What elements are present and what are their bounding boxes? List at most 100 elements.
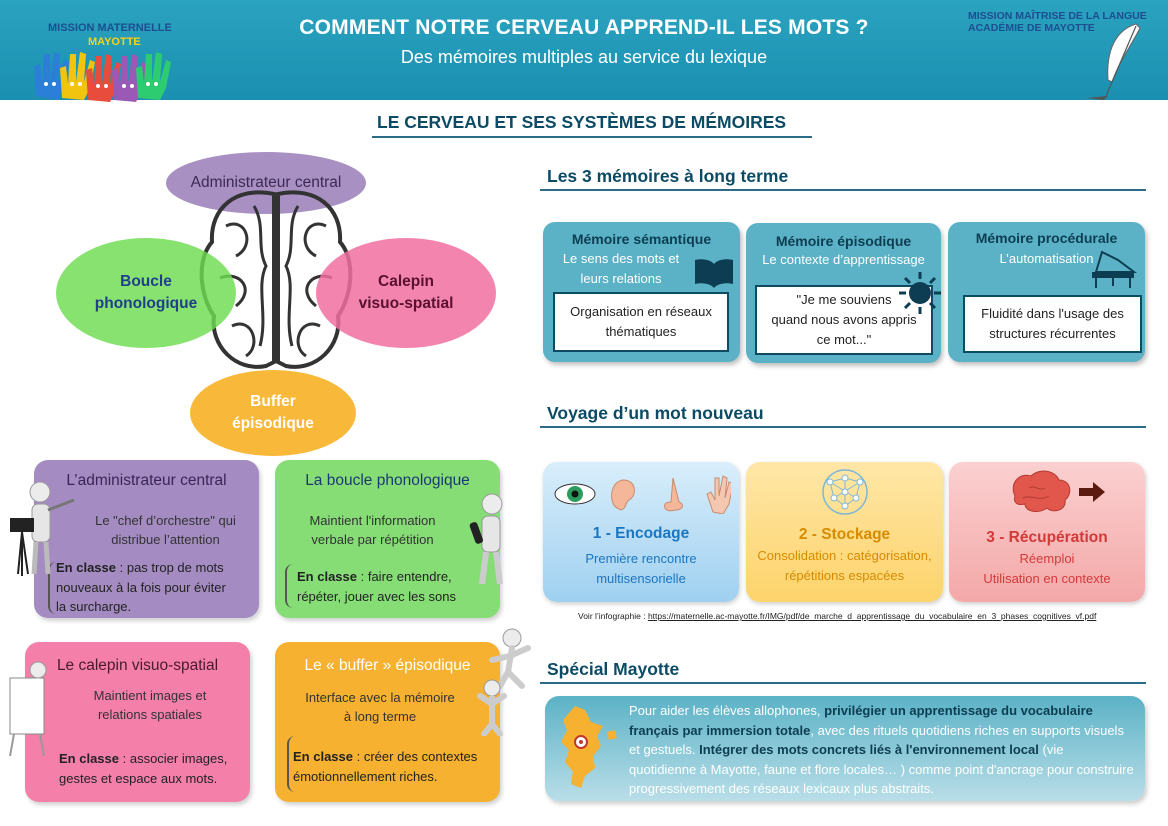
mem-procedurale-box-1: Fluidité dans l'usage des: [981, 306, 1124, 321]
mem-episodique-sub: Le contexte d’apprentissage: [762, 252, 925, 267]
ellipse-boucle-label-2: phonologique: [94, 295, 198, 312]
step-stockage-desc: Consolidation : catégorisation, répétitio…: [746, 546, 943, 586]
card-boucle-classe-2: répéter, jouer avec les sons: [297, 588, 456, 604]
feather-quill-icon: [1086, 23, 1141, 100]
mission-maitrise-logo: MISSION MAÎTRISE DE LA LANGUE ACADÉMIE D…: [968, 10, 1168, 100]
card-admin-classe: En classe : pas trop de mots nouveaux à l…: [56, 558, 256, 617]
card-boucle: La boucle phonologique Maintient l'infor…: [275, 460, 500, 618]
card-calepin-classe-2: gestes et espace aux mots.: [59, 770, 218, 786]
step-recuperation-name: 3 - Récupération: [986, 529, 1108, 546]
step-stockage-desc-2: répétitions espacées: [784, 568, 905, 583]
step-stockage: 2 - Stockage Consolidation : catégorisat…: [746, 462, 943, 602]
card-calepin: Le calepin visuo-spatial Maintient image…: [25, 642, 250, 802]
singer-microphone-figure-icon: [469, 493, 503, 585]
ear-icon: [611, 479, 635, 511]
long-term-heading: Les 3 mémoires à long terme: [547, 166, 789, 186]
mayotte-map-icon: [561, 706, 617, 788]
ellipse-boucle: Boucle phonologique: [56, 238, 236, 348]
special-text-b2: Intégrer des mots concrets liés à l'envi…: [699, 742, 1039, 757]
card-buffer-classe-label: En classe: [293, 749, 353, 764]
header-banner: [0, 0, 1168, 100]
card-buffer-desc-1: Interface avec la mémoire: [305, 690, 455, 705]
card-boucle-classe: En classe : faire entendre,répéter, joue…: [297, 567, 497, 606]
easel-figure-icon: [9, 661, 47, 757]
open-book-icon: [695, 259, 733, 288]
card-calepin-desc-2: relations spatiales: [97, 707, 203, 722]
mem-procedurale-box-2: structures récurrentes: [989, 326, 1116, 341]
card-boucle-desc-2: verbale par répétition: [311, 532, 434, 547]
card-buffer-desc: Interface avec la mémoire à long terme: [290, 688, 470, 726]
section-title: LE CERVEAU ET SES SYSTÈMES DE MÉMOIRES: [377, 112, 787, 132]
ellipse-administrateur: Administrateur central: [166, 152, 366, 214]
infographie-link[interactable]: https://maternelle.ac-mayotte.fr/IMG/pdf…: [647, 611, 1097, 621]
mission-maternelle-logo: MISSION MATERNELLE MAYOTTE: [28, 20, 188, 102]
infographie-label: Voir l’infographie :: [578, 611, 648, 621]
step-encodage-desc-2: multisensorielle: [596, 571, 686, 586]
card-buffer-classe-1: : créer des contextes: [353, 749, 478, 764]
sun-icon: [899, 272, 941, 314]
section-title-underline: [372, 136, 812, 138]
special-text-b1: privilégier un apprentissage du vocabula…: [629, 703, 1093, 738]
logo-left-line1: MISSION MATERNELLE: [48, 22, 172, 34]
card-admin-desc: Le "chef d’orchestre" qui distribue l’att…: [78, 511, 253, 549]
ellipse-boucle-label-1: Boucle: [120, 273, 172, 290]
mem-procedurale: Mémoire procédurale L’automatisation Flu…: [948, 222, 1145, 362]
mem-semantique-title: Mémoire sémantique: [571, 231, 712, 247]
card-admin-classe-label: En classe: [56, 560, 116, 575]
bracket-divider: [48, 562, 60, 614]
card-administrateur: L’administrateur central Le "chef d’orch…: [34, 460, 259, 618]
mem-episodique-box-3: ce mot...": [816, 332, 872, 347]
card-calepin-classe-label: En classe: [59, 751, 119, 766]
page-title: COMMENT NOTRE CERVEAU APPREND-IL LES MOT…: [299, 16, 869, 39]
card-admin-classe-2: nouveaux à la fois pour éviter: [56, 579, 226, 595]
bracket-divider: [287, 736, 299, 792]
step-encodage-desc: Première rencontre multisensorielle: [543, 549, 739, 589]
ellipse-admin-label: Administrateur central: [190, 174, 342, 191]
ellipse-buffer-label-1: Buffer: [250, 393, 296, 410]
mem-semantique-box-1: Organisation en réseaux: [570, 304, 712, 319]
card-buffer-desc-2: à long terme: [343, 709, 417, 724]
step-encodage-desc-1: Première rencontre: [585, 551, 697, 566]
special-mayotte-card: Pour aider les élèves allophones, privil…: [545, 696, 1145, 801]
mem-procedurale-title: Mémoire procédurale: [975, 230, 1118, 246]
mem-semantique-sub-1: Le sens des mots et: [562, 251, 680, 266]
ellipse-calepin-label-2: visuo-spatial: [358, 295, 454, 312]
card-admin-desc-2: distribue l’attention: [111, 532, 220, 547]
bracket-divider: [285, 564, 297, 608]
brain-arrow-icon: [1012, 470, 1105, 512]
senses-icons: [554, 475, 731, 514]
conductor-figure-icon: [10, 481, 75, 576]
nose-icon: [664, 477, 683, 512]
logo-right-line2: ACADÉMIE DE MAYOTTE: [968, 22, 1095, 34]
mem-procedurale-sub: L’automatisation: [999, 251, 1094, 266]
special-heading: Spécial Mayotte: [547, 659, 680, 679]
long-term-underline: [540, 189, 1146, 191]
card-admin-desc-1: Le "chef d’orchestre" qui: [95, 513, 236, 528]
card-calepin-desc: Maintient images et relations spatiales: [75, 686, 225, 724]
special-text: Pour aider les élèves allophones, privil…: [629, 701, 1134, 799]
voyage-heading: Voyage d’un mot nouveau: [547, 403, 764, 423]
card-admin-classe-3: la surcharge.: [56, 599, 132, 614]
step-stockage-desc-1: Consolidation : catégorisation,: [757, 548, 932, 563]
card-admin-classe-1: : pas trop de mots: [116, 560, 224, 575]
card-boucle-title: La boucle phonologique: [305, 472, 470, 489]
card-calepin-desc-1: Maintient images et: [93, 688, 207, 703]
step-encodage-name: 1 - Encodage: [592, 525, 690, 542]
mem-episodique-box-2: quand nous avons appris: [771, 312, 917, 327]
mem-procedurale-box: Fluidité dans l'usage des structures récu…: [963, 295, 1142, 353]
logo-left-line2: MAYOTTE: [88, 36, 141, 48]
special-text-p3: (vie quotidienne à Mayotte, faune et flo…: [629, 742, 1134, 796]
eye-icon: [554, 483, 596, 505]
card-calepin-title: Le calepin visuo-spatial: [56, 657, 219, 674]
card-buffer: Le « buffer » épisodique Interface avec …: [275, 642, 500, 802]
special-text-p1: Pour aider les élèves allophones,: [629, 703, 825, 718]
step-stockage-name: 2 - Stockage: [798, 526, 891, 543]
